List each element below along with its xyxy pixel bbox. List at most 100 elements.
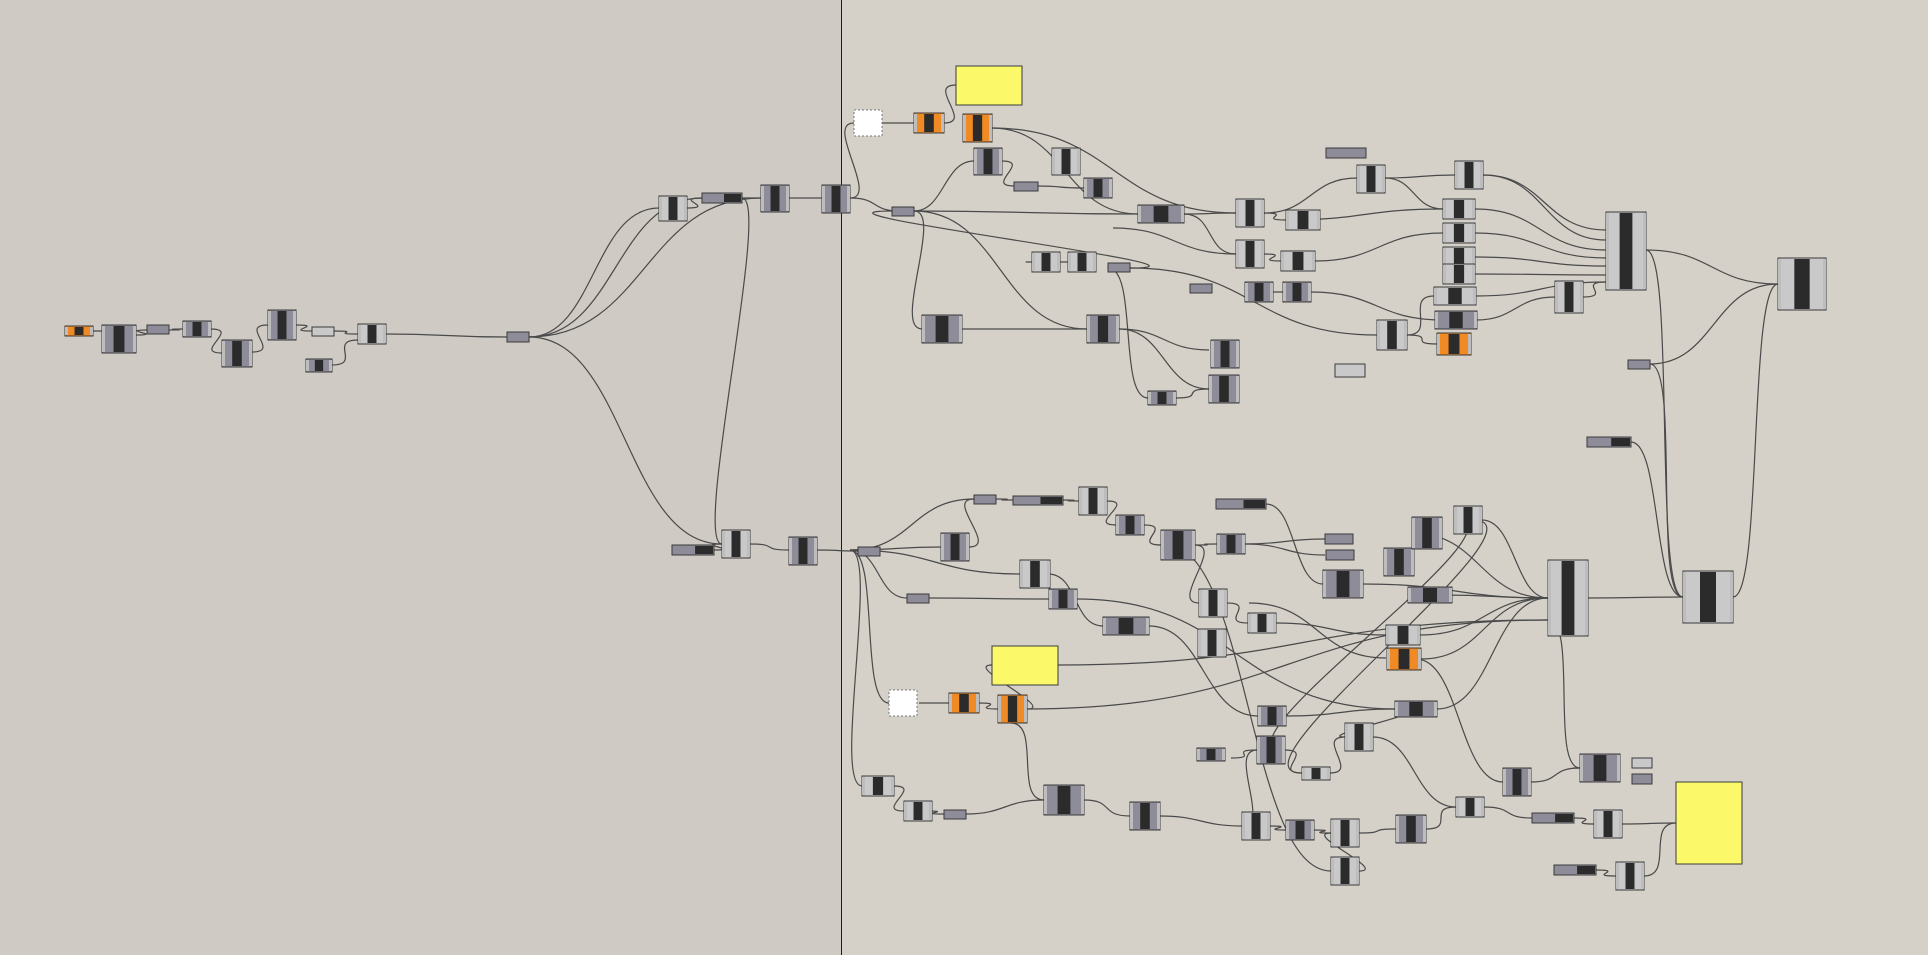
component-node[interactable]	[1257, 705, 1287, 727]
component-node[interactable]	[1325, 549, 1355, 561]
component-node[interactable]	[1502, 767, 1532, 797]
component-node[interactable]	[1586, 436, 1632, 448]
component-node[interactable]	[1137, 204, 1185, 224]
component-node[interactable]	[1579, 753, 1621, 783]
component-node[interactable]	[1247, 612, 1277, 634]
component-node[interactable]	[1455, 796, 1485, 818]
component-node[interactable]	[1554, 280, 1584, 314]
component-node[interactable]	[1386, 647, 1422, 671]
component-node[interactable]	[1605, 211, 1647, 291]
component-node[interactable]	[1078, 486, 1108, 516]
component-node[interactable]	[1241, 811, 1271, 841]
component-node[interactable]	[1407, 586, 1453, 604]
component-node[interactable]	[658, 195, 688, 222]
component-node[interactable]	[1777, 257, 1827, 311]
component-node[interactable]	[1196, 747, 1226, 762]
component-node[interactable]	[913, 112, 945, 134]
component-node[interactable]	[1256, 735, 1286, 765]
component-node[interactable]	[1531, 812, 1575, 824]
component-node[interactable]	[1631, 757, 1653, 769]
component-node[interactable]	[1129, 801, 1161, 831]
component-node[interactable]	[1285, 209, 1321, 231]
component-node[interactable]	[891, 206, 915, 217]
component-node[interactable]	[182, 320, 212, 338]
panel-node[interactable]	[955, 65, 1023, 106]
component-node[interactable]	[760, 184, 790, 213]
panel-node[interactable]	[991, 645, 1059, 686]
component-node[interactable]	[1356, 164, 1386, 194]
component-node[interactable]	[1433, 286, 1477, 306]
component-node[interactable]	[1330, 818, 1360, 848]
component-node[interactable]	[1682, 570, 1734, 624]
component-node[interactable]	[1411, 516, 1443, 550]
component-node[interactable]	[1189, 283, 1213, 294]
component-node[interactable]	[821, 184, 851, 214]
component-node[interactable]	[1376, 319, 1408, 351]
parameter-node[interactable]	[888, 689, 918, 717]
parameter-node[interactable]	[853, 109, 883, 137]
component-node[interactable]	[1083, 177, 1113, 199]
component-node[interactable]	[671, 544, 715, 556]
component-node[interactable]	[1107, 262, 1131, 273]
component-node[interactable]	[101, 324, 137, 354]
component-node[interactable]	[1067, 251, 1097, 273]
component-node[interactable]	[146, 324, 170, 335]
component-node[interactable]	[861, 775, 895, 797]
component-node[interactable]	[857, 546, 881, 557]
component-node[interactable]	[1593, 809, 1623, 839]
component-node[interactable]	[1301, 766, 1331, 781]
component-node[interactable]	[357, 323, 387, 345]
component-node[interactable]	[1394, 700, 1438, 718]
component-node[interactable]	[64, 325, 94, 337]
component-node[interactable]	[788, 536, 818, 566]
component-node[interactable]	[1436, 332, 1472, 356]
component-node[interactable]	[1086, 314, 1120, 344]
component-node[interactable]	[1324, 533, 1354, 545]
component-node[interactable]	[1322, 569, 1364, 599]
component-node[interactable]	[311, 326, 335, 337]
component-node[interactable]	[962, 113, 993, 143]
component-node[interactable]	[1282, 281, 1312, 303]
component-node[interactable]	[1442, 263, 1476, 285]
component-node[interactable]	[906, 593, 930, 604]
component-node[interactable]	[1442, 222, 1476, 244]
component-node[interactable]	[1019, 559, 1051, 589]
component-node[interactable]	[1210, 339, 1240, 369]
component-node[interactable]	[1043, 784, 1085, 816]
component-node[interactable]	[1235, 239, 1265, 269]
component-node[interactable]	[1454, 160, 1484, 190]
component-node[interactable]	[1048, 588, 1078, 610]
component-node[interactable]	[1334, 363, 1366, 378]
component-node[interactable]	[267, 309, 297, 341]
component-node[interactable]	[1627, 359, 1651, 370]
component-node[interactable]	[1631, 773, 1653, 785]
component-node[interactable]	[1547, 559, 1589, 637]
component-node[interactable]	[506, 331, 530, 343]
component-node[interactable]	[973, 147, 1003, 176]
component-node[interactable]	[940, 532, 970, 562]
component-node[interactable]	[1442, 198, 1476, 220]
component-node[interactable]	[1453, 505, 1483, 535]
component-node[interactable]	[1383, 547, 1415, 577]
component-node[interactable]	[1216, 533, 1246, 555]
component-node[interactable]	[1051, 147, 1081, 176]
component-node[interactable]	[1385, 624, 1421, 646]
component-node[interactable]	[1208, 374, 1240, 404]
component-node[interactable]	[1031, 251, 1061, 273]
panel-node[interactable]	[1675, 781, 1743, 865]
component-node[interactable]	[1330, 856, 1360, 886]
component-node[interactable]	[1244, 281, 1274, 303]
component-node[interactable]	[1325, 147, 1367, 159]
component-node[interactable]	[943, 809, 967, 820]
component-node[interactable]	[997, 694, 1028, 724]
component-node[interactable]	[305, 358, 333, 373]
component-node[interactable]	[721, 529, 751, 559]
component-node[interactable]	[921, 314, 963, 344]
component-node[interactable]	[1553, 864, 1597, 876]
component-node[interactable]	[1344, 722, 1374, 752]
component-node[interactable]	[1102, 616, 1150, 636]
node-layer[interactable]	[64, 65, 1827, 891]
component-node[interactable]	[1013, 181, 1039, 192]
